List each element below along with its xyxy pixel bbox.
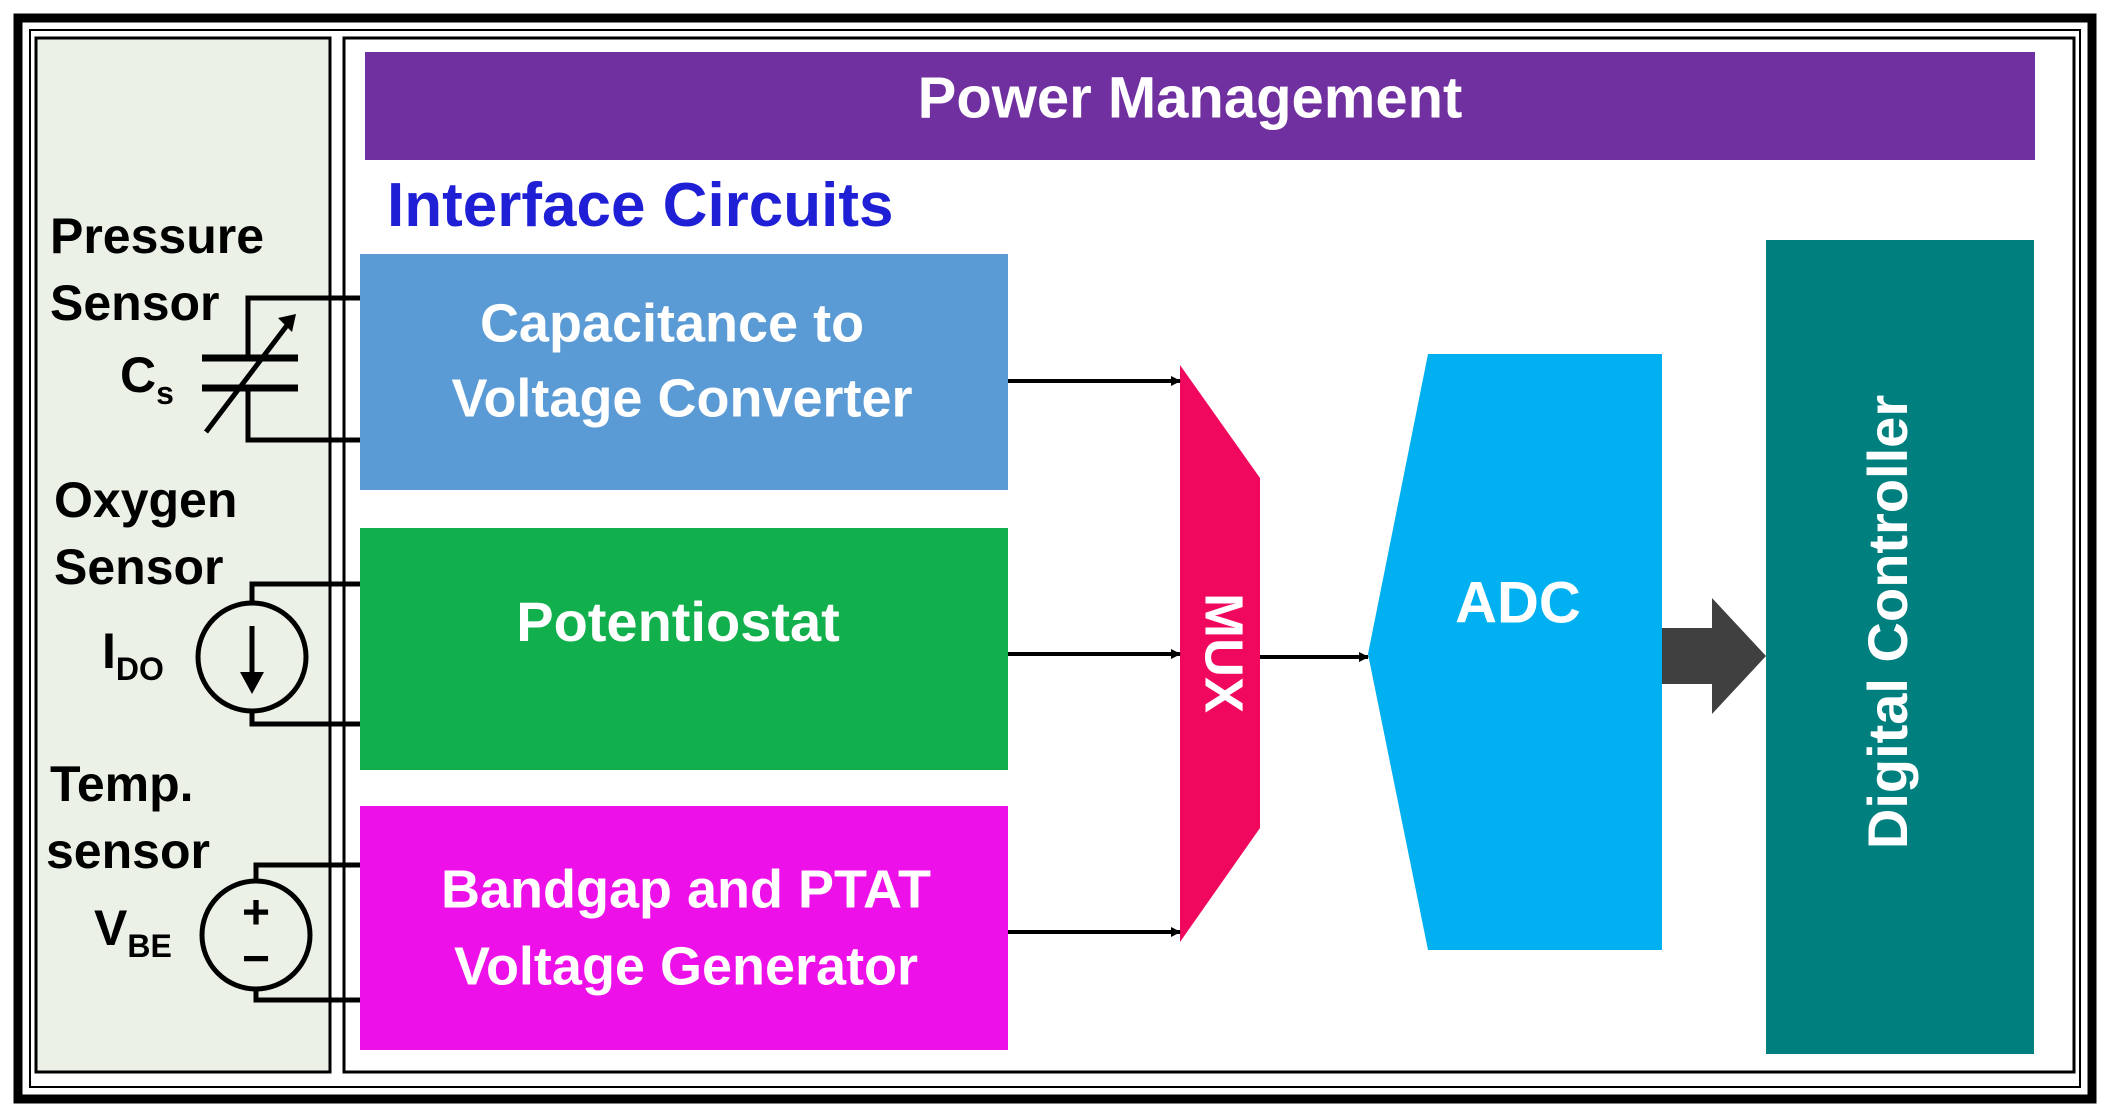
voltage-source-icon: [199, 862, 360, 1003]
bandgap-block: [360, 806, 1008, 1050]
oxygen-sensor-symbol: IDO: [102, 623, 164, 687]
oxygen-sensor-label-line1: Oxygen: [54, 472, 237, 528]
mux-label: MUX: [1194, 593, 1254, 713]
bandgap-label-line2: Voltage Generator: [454, 936, 918, 996]
power-management-label: Power Management: [918, 65, 1463, 130]
digital-controller-block: [1766, 240, 2034, 1054]
temp-sensor-symbol: VBE: [94, 900, 172, 964]
voltage-source-plus: +: [242, 887, 270, 940]
temp-sensor-label-line2: sensor: [46, 823, 210, 879]
adc-to-controller-arrow: [1662, 598, 1766, 714]
cvc-label-line2: Voltage Converter: [451, 368, 912, 428]
pressure-sensor-symbol: Cs: [120, 347, 174, 411]
pressure-sensor-label-line1: Pressure: [50, 208, 264, 264]
adc-block: [1368, 354, 1662, 950]
adc-label: ADC: [1455, 570, 1581, 635]
variable-capacitor-icon: [202, 295, 360, 443]
temp-sensor-label-line1: Temp.: [50, 756, 194, 812]
pressure-sensor-label-line2: Sensor: [50, 275, 220, 331]
voltage-source-minus: −: [242, 933, 270, 986]
potentiostat-label: Potentiostat: [516, 590, 840, 653]
potentiostat-block: [360, 528, 1008, 770]
cvc-block: [360, 254, 1008, 490]
cvc-label-line1: Capacitance to: [480, 293, 864, 353]
oxygen-sensor-label-line2: Sensor: [54, 539, 224, 595]
bandgap-label-line1: Bandgap and PTAT: [441, 859, 931, 919]
current-source-icon: [195, 581, 360, 727]
interface-circuits-label: Interface Circuits: [387, 171, 894, 240]
mux-block: [1180, 365, 1260, 942]
power-management-bar: [365, 52, 2035, 160]
digital-controller-label: Digital Controller: [1856, 395, 1919, 849]
inner-frame: [29, 29, 2081, 1088]
